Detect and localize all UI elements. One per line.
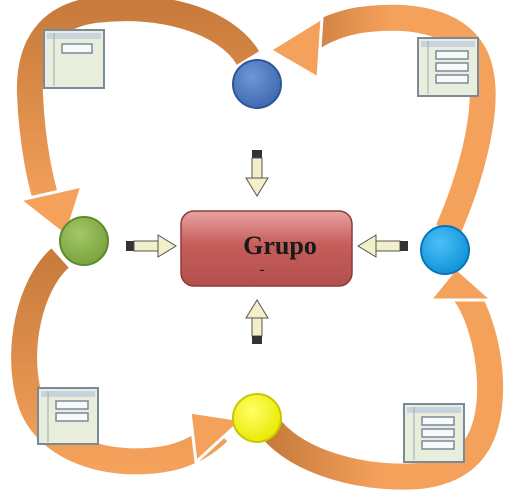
node-left-green xyxy=(59,216,109,266)
node-right-cyan xyxy=(420,225,470,275)
document-icon-top-left xyxy=(43,29,105,89)
node-top-blue xyxy=(232,59,282,109)
center-box-sublabel: - xyxy=(259,261,264,278)
center-box-label: Grupo xyxy=(243,231,317,260)
center-group-box: Grupo - xyxy=(180,210,353,287)
document-icon-top-right xyxy=(417,37,479,97)
pointer-arrow-up xyxy=(245,299,269,344)
document-icon-bottom-right xyxy=(403,403,465,463)
pointer-arrow-left xyxy=(357,234,408,258)
document-icon-bottom-left xyxy=(37,387,99,445)
curved-arrow-top-right xyxy=(267,1,499,237)
pointer-arrow-right xyxy=(126,234,177,258)
pointer-arrow-down xyxy=(245,150,269,197)
curved-arrow-bottom-right xyxy=(259,265,505,493)
node-bottom-yellow xyxy=(232,393,282,443)
